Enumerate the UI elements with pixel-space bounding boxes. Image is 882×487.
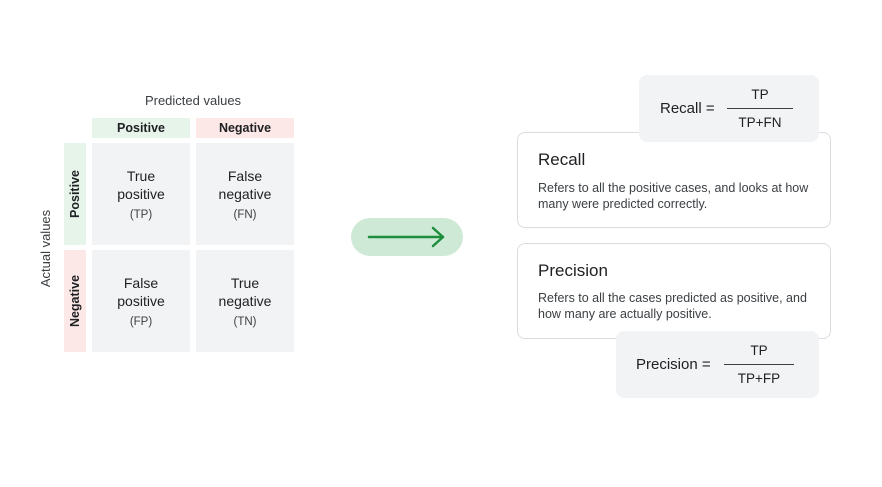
recall-card: Recall Refers to all the positive cases,…: [517, 132, 831, 228]
actual-values-label: Actual values: [36, 145, 56, 351]
cell-line2: negative: [218, 186, 272, 202]
precision-description: Refers to all the cases predicted as pos…: [538, 291, 807, 321]
cell-line1: False: [123, 275, 159, 291]
precision-title: Precision: [538, 261, 608, 280]
cell-false-negative: False negative (FN): [196, 143, 294, 245]
cell-line1: False: [227, 168, 263, 184]
predicted-values-label: Predicted values: [144, 92, 242, 108]
cell-true-negative: True negative (TN): [196, 250, 294, 352]
cell-abbr: (TP): [129, 209, 153, 221]
cell-abbr: (TN): [233, 316, 257, 328]
row-header-negative-text: Negative: [68, 274, 83, 328]
row-header-positive-text: Positive: [68, 170, 82, 218]
cell-line2: positive: [117, 186, 165, 202]
fraction-bar: [727, 108, 793, 109]
cell-true-positive: True positive (TP): [92, 143, 190, 245]
cell-line2: positive: [117, 293, 165, 309]
row-header-negative: Negative: [64, 250, 86, 352]
cell-abbr: (FP): [129, 316, 153, 328]
row-header-positive: Positive: [64, 143, 86, 245]
arrow-right-icon: [367, 226, 445, 248]
actual-values-text: Actual values: [38, 209, 54, 287]
precision-formula-label: Precision =: [636, 356, 711, 373]
recall-formula: Recall = TP TP+FN: [639, 75, 819, 142]
cell-line1: True: [230, 275, 260, 291]
precision-formula: Precision = TP TP+FP: [616, 331, 819, 398]
cell-false-positive: False positive (FP): [92, 250, 190, 352]
recall-description: Refers to all the positive cases, and lo…: [538, 181, 809, 211]
recall-numerator: TP: [751, 87, 769, 102]
recall-denominator: TP+FN: [738, 115, 782, 130]
precision-numerator: TP: [750, 343, 768, 358]
fraction-bar: [724, 364, 794, 365]
cell-abbr: (FN): [233, 209, 257, 221]
precision-card: Precision Refers to all the cases predic…: [517, 243, 831, 339]
recall-formula-label: Recall =: [660, 100, 715, 117]
recall-title: Recall: [538, 150, 586, 169]
cell-line2: negative: [218, 293, 272, 309]
column-header-negative: Negative: [196, 118, 294, 138]
cell-line1: True: [126, 168, 156, 184]
column-header-positive: Positive: [92, 118, 190, 138]
precision-denominator: TP+FP: [737, 371, 781, 386]
arrow-pill: [351, 218, 463, 256]
